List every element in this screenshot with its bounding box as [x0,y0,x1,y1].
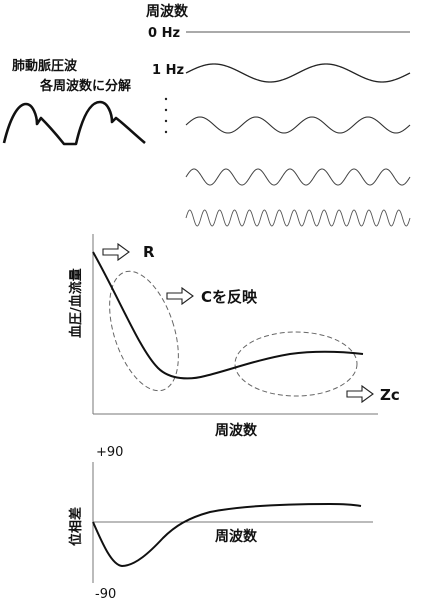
c-region-ellipse [109,270,179,392]
harmonic-3-wave [185,168,411,186]
zc-label: Zc [380,386,400,404]
pulse-wave-label: 肺動脈圧波 [12,58,78,74]
r-label: R [143,243,155,261]
decompose-label: 各周波数に分解 [39,78,131,94]
c-arrow-icon [166,286,194,306]
phase-ymin-label: -90 [95,587,116,601]
ellipsis-dots [164,97,168,134]
harmonic-1hz-wave [185,63,411,83]
c-label: Cを反映 [201,288,258,306]
pulse-waveform [2,100,146,146]
zc-region-ellipse [234,331,358,397]
impedance-curve [92,251,364,380]
zero-hz-label: 0 Hz [148,26,180,41]
harmonic-4-wave [185,209,411,227]
one-hz-label: 1 Hz [152,63,184,78]
frequency-header: 周波数 [146,3,189,20]
harmonic-2-wave [185,116,411,134]
impedance-y-label: 血圧/血流量 [68,268,84,338]
r-arrow-icon [102,242,130,262]
phase-x-label: 周波数 [215,528,258,545]
phase-curve [92,502,362,568]
phase-y-label: 位相差 [68,507,84,546]
phase-ymax-label: +90 [96,445,123,460]
impedance-x-label: 周波数 [215,422,258,439]
zc-arrow-icon [346,384,374,404]
